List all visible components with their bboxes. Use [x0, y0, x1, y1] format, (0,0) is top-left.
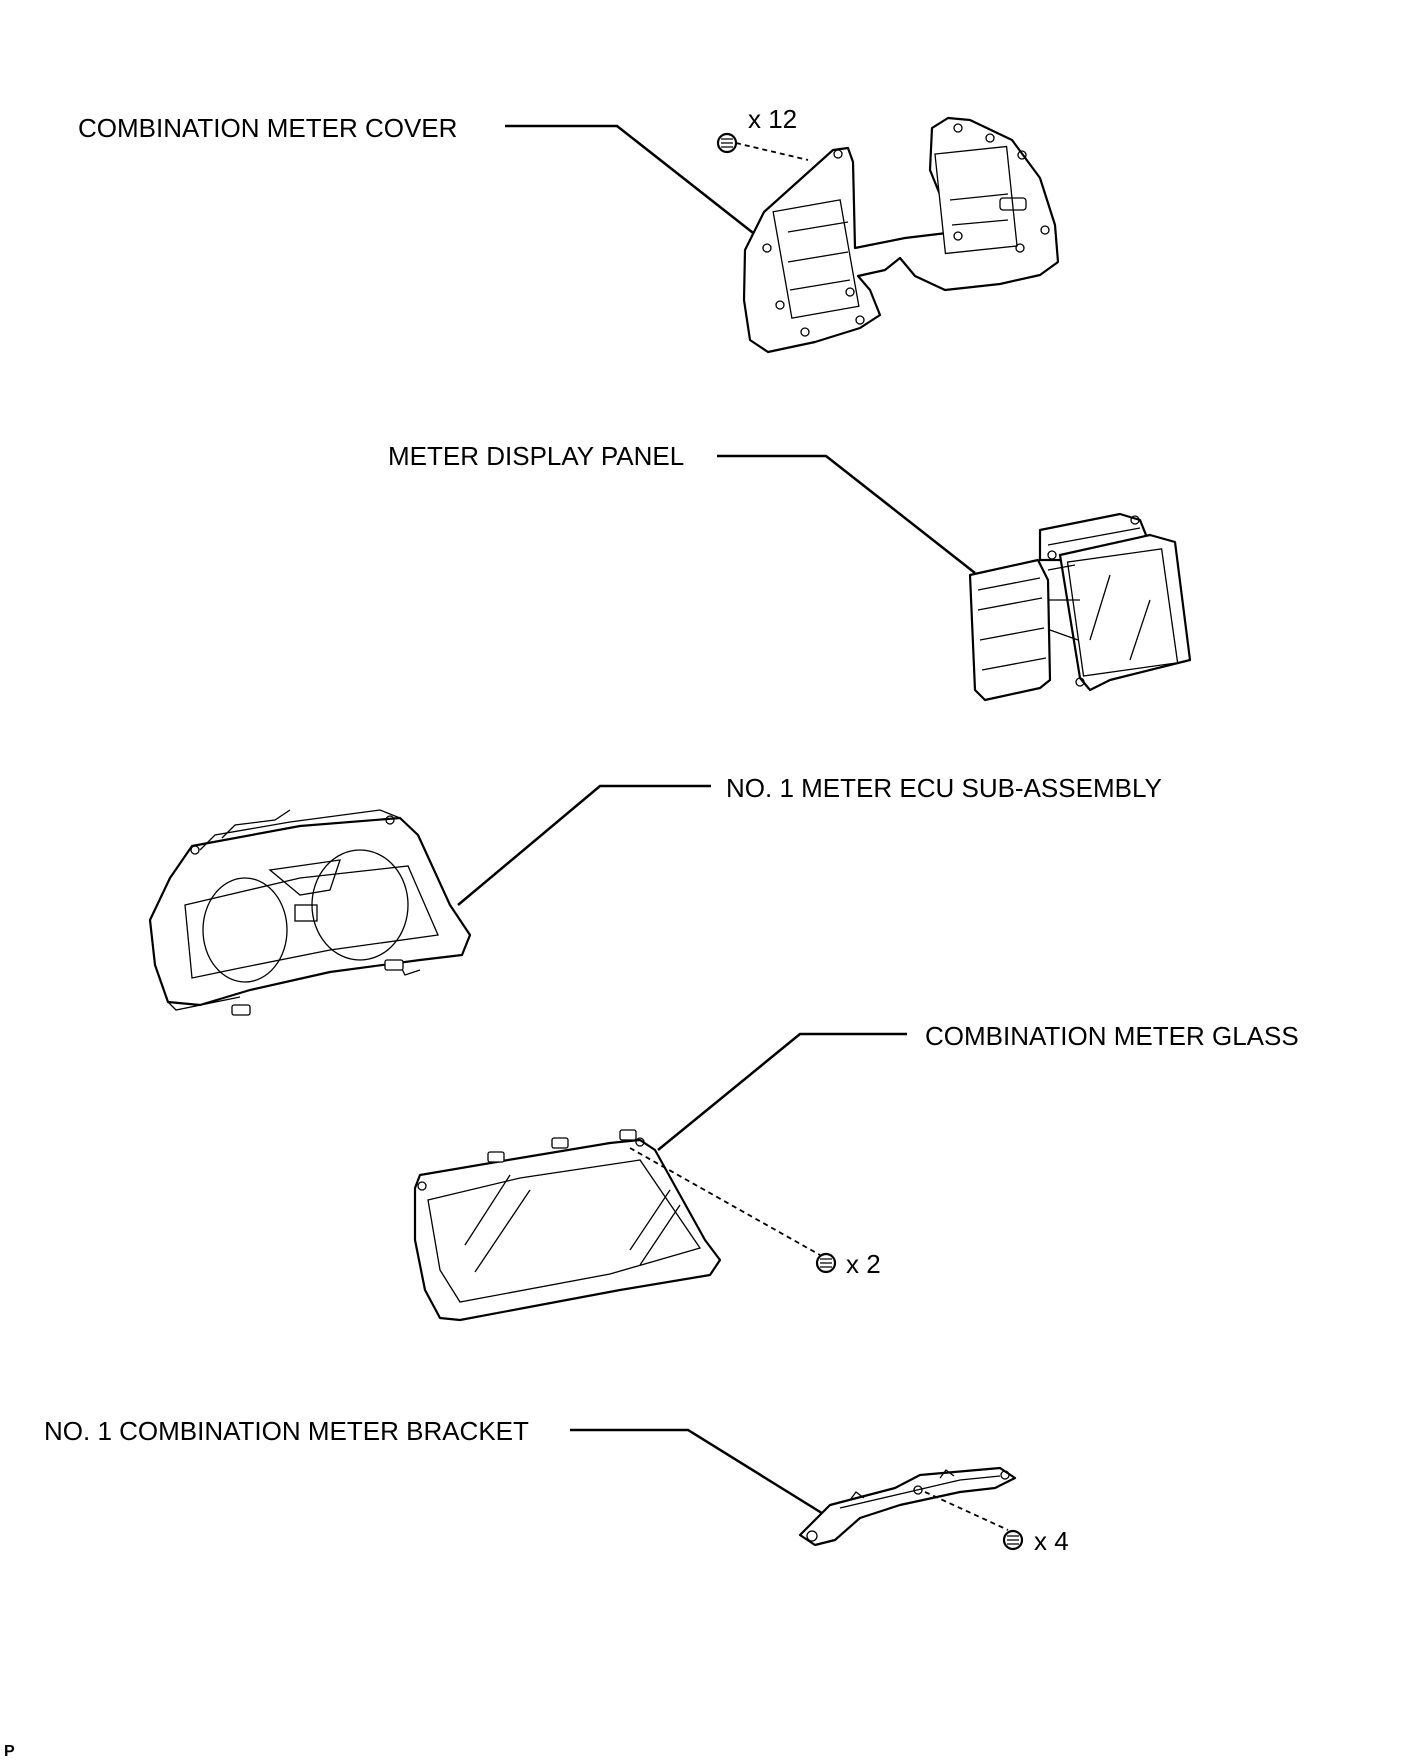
- cover-leader-line: [505, 124, 758, 237]
- bracket-screw-icon: [1002, 1529, 1024, 1551]
- combination-meter-glass-label: COMBINATION METER GLASS: [925, 1021, 1299, 1051]
- bracket-screw-dashed-line: [924, 1491, 1009, 1531]
- meter-ecu-group: NO. 1 METER ECU SUB-ASSEMBLY: [148, 773, 1162, 1016]
- meter-ecu-drawing: [148, 809, 472, 1016]
- combination-meter-cover-group: COMBINATION METER COVER x 12: [78, 104, 1060, 354]
- cover-screw-dashed-line: [735, 142, 809, 161]
- bracket-screw-count: x 4: [1034, 1526, 1069, 1556]
- meter-display-panel-drawing: [968, 512, 1192, 702]
- ecu-leader-line: [457, 784, 711, 906]
- glass-leader-line: [657, 1032, 907, 1151]
- meter-ecu-label: NO. 1 METER ECU SUB-ASSEMBLY: [726, 773, 1162, 803]
- glass-screw-dashed-line: [629, 1147, 821, 1256]
- combination-meter-glass-group: COMBINATION METER GLASS x 2: [413, 1021, 1299, 1322]
- combination-meter-glass-drawing: [413, 1129, 722, 1322]
- cover-screw-count: x 12: [748, 104, 797, 134]
- glass-screw-count: x 2: [846, 1249, 881, 1279]
- glass-screw-icon: [815, 1252, 837, 1274]
- bracket-leader-line: [570, 1428, 826, 1517]
- combination-meter-cover-label: COMBINATION METER COVER: [78, 113, 457, 143]
- combination-meter-cover-drawing: [742, 116, 1060, 354]
- meter-display-panel-group: METER DISPLAY PANEL: [388, 441, 1192, 702]
- combination-meter-bracket-drawing: [798, 1466, 1017, 1547]
- combination-meter-bracket-group: NO. 1 COMBINATION METER BRACKET x 4: [44, 1416, 1069, 1556]
- combination-meter-bracket-label: NO. 1 COMBINATION METER BRACKET: [44, 1416, 529, 1446]
- display-panel-leader-line: [717, 454, 976, 574]
- meter-display-panel-label: METER DISPLAY PANEL: [388, 441, 684, 471]
- cover-screw-icon: [716, 132, 738, 154]
- figure-code: P: [4, 1743, 15, 1760]
